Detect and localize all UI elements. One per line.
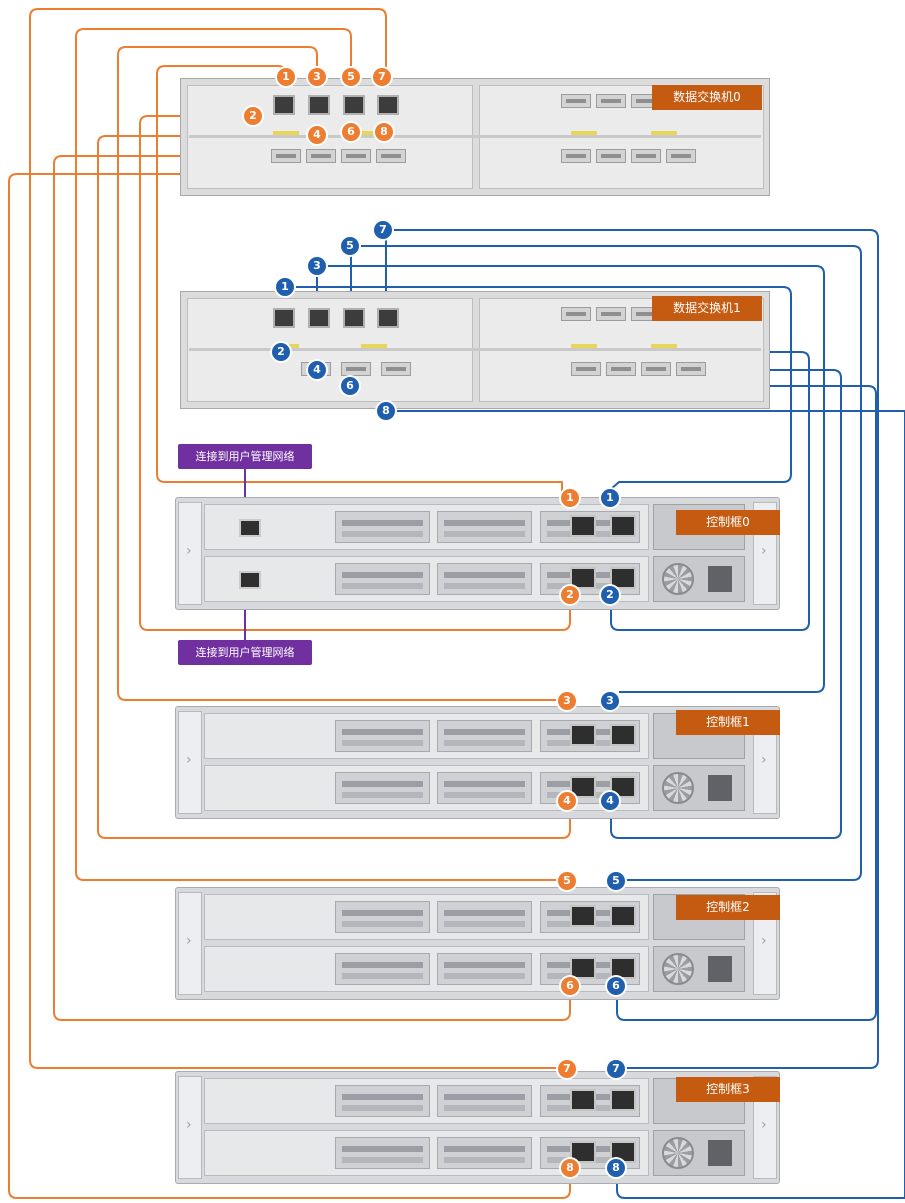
ctrl0-blue-badge-2: 2 — [601, 586, 619, 604]
ctrl0-orange-badge-2: 2 — [561, 586, 579, 604]
switch1-port-badge-2: 2 — [272, 343, 290, 361]
switch1-port — [308, 308, 330, 328]
switch0-port-badge-7: 7 — [373, 68, 391, 86]
switch1-port — [273, 308, 295, 328]
ctrl2-blue-badge-5: 5 — [607, 872, 625, 890]
mgmt-network-label-bottom: 连接到用户管理网络 — [178, 640, 312, 665]
ctrl3-orange-badge-8: 8 — [561, 1159, 579, 1177]
switch0-port — [308, 95, 330, 115]
switch1-port-badge-8: 8 — [377, 402, 395, 420]
switch1-port-badge-6: 6 — [341, 377, 359, 395]
mgmt-network-label-top: 连接到用户管理网络 — [178, 444, 312, 469]
switch1-port-badge-4: 4 — [308, 361, 326, 379]
switch0-port — [377, 95, 399, 115]
ctrl0-blue-badge-1: 1 — [601, 489, 619, 507]
ctrl1-blue-badge-3: 3 — [601, 692, 619, 710]
ctrl3-orange-badge-7: 7 — [558, 1060, 576, 1078]
switch1-port-badge-1: 1 — [276, 278, 294, 296]
switch0-port-badge-2: 2 — [244, 107, 262, 125]
ctrl3-blue-badge-7: 7 — [607, 1060, 625, 1078]
controller-2-label: 控制框2 — [676, 895, 780, 920]
ctrl2-orange-badge-5: 5 — [558, 872, 576, 890]
switch0-port-badge-6: 6 — [342, 123, 360, 141]
switch1-port-badge-7: 7 — [374, 221, 392, 239]
ctrl1-blue-badge-4: 4 — [601, 792, 619, 810]
switch0-port-badge-4: 4 — [308, 126, 326, 144]
switch0-port-badge-1: 1 — [277, 68, 295, 86]
switch-1-label: 数据交换机1 — [652, 296, 762, 321]
mgmt-port — [239, 571, 261, 589]
switch1-port-badge-3: 3 — [308, 257, 326, 275]
switch0-port — [343, 95, 365, 115]
mgmt-port — [239, 519, 261, 537]
switch-0-label: 数据交换机0 — [652, 85, 762, 110]
switch1-port — [343, 308, 365, 328]
data-switch-0 — [180, 78, 770, 196]
switch0-port-badge-3: 3 — [308, 68, 326, 86]
ctrl0-orange-badge-1: 1 — [561, 489, 579, 507]
ctrl1-orange-badge-3: 3 — [558, 692, 576, 710]
ctrl3-blue-badge-8: 8 — [607, 1159, 625, 1177]
switch0-port-badge-8: 8 — [375, 123, 393, 141]
switch1-port — [377, 308, 399, 328]
switch0-port-badge-5: 5 — [342, 68, 360, 86]
ctrl2-blue-badge-6: 6 — [607, 977, 625, 995]
switch1-port-badge-5: 5 — [341, 237, 359, 255]
controller-0-label: 控制框0 — [676, 510, 780, 535]
controller-3-label: 控制框3 — [676, 1077, 780, 1102]
ctrl2-orange-badge-6: 6 — [561, 977, 579, 995]
switch0-port — [273, 95, 295, 115]
ctrl1-orange-badge-4: 4 — [558, 792, 576, 810]
controller-1-label: 控制框1 — [676, 710, 780, 735]
